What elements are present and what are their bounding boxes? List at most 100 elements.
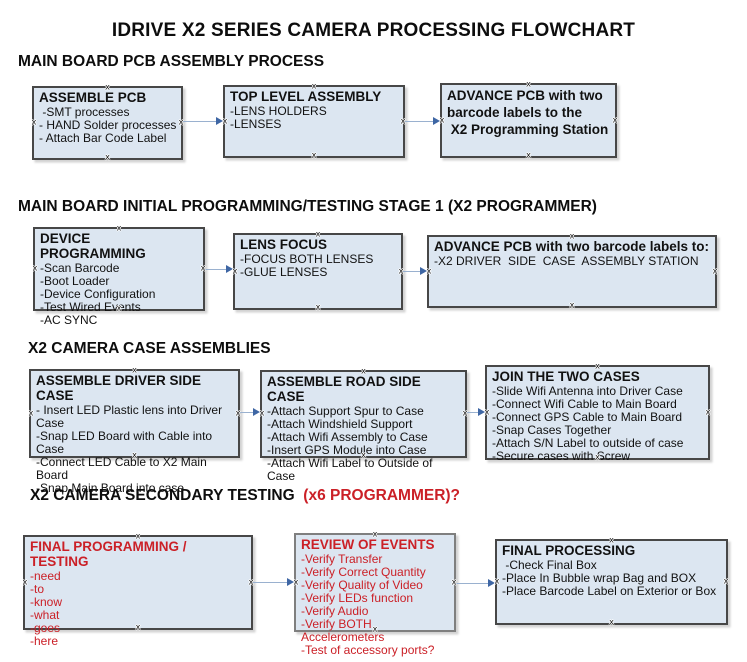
- box-item: -FOCUS BOTH LENSES: [240, 252, 374, 266]
- section-heading-initial-programming: MAIN BOARD INITIAL PROGRAMMING/TESTING S…: [18, 198, 597, 215]
- arrow-line: [205, 268, 228, 271]
- arrow-line: [405, 120, 435, 123]
- connection-handle-icon: x: [28, 408, 34, 418]
- box-item: -here: [30, 634, 59, 648]
- section-heading-pcb-assembly: MAIN BOARD PCB ASSEMBLY PROCESS: [18, 53, 325, 70]
- box-item: -Boot Loader: [40, 274, 110, 288]
- connector-arrow[interactable]: [405, 117, 440, 126]
- page-title: IDRIVE X2 SERIES CAMERA PROCESSING FLOWC…: [111, 20, 636, 41]
- connection-handle-icon: x: [293, 577, 299, 587]
- box-item: -Verify Correct Quantity: [301, 565, 426, 579]
- box-item: -what: [30, 608, 60, 622]
- box-final-programming-testing[interactable]: FINAL PROGRAMMING / TESTING -need -to -k…: [22, 532, 254, 647]
- connection-handle-icon: x: [526, 150, 531, 160]
- box-item: -LENS HOLDERS: [230, 104, 327, 118]
- connector-arrow[interactable]: [403, 267, 427, 276]
- box-item: -Verify Transfer: [301, 552, 383, 566]
- box-lens-focus[interactable]: LENS FOCUS -FOCUS BOTH LENSES -GLUE LENS…: [232, 230, 404, 311]
- box-item: -Slide Wifi Antenna into Driver Case: [492, 384, 683, 398]
- box-item: -Verify Quality of Video: [301, 578, 423, 592]
- arrow-line: [240, 411, 255, 414]
- connection-handle-icon: x: [31, 117, 37, 127]
- section-heading-secondary-testing: X2 CAMERA SECONDARY TESTING (x6 PROGRAMM…: [30, 487, 460, 505]
- box-item: -Test of accessory ports?: [301, 643, 435, 657]
- box-device-programming[interactable]: DEVICE PROGRAMMING -Scan Barcode -Boot L…: [33, 224, 206, 326]
- connection-handle-icon: x: [723, 576, 729, 586]
- arrow-head-icon: [226, 265, 233, 273]
- box-title: ASSEMBLE DRIVER SIDE CASE: [36, 373, 205, 403]
- box-item: - Attach Bar Code Label: [39, 131, 167, 145]
- connection-handle-icon: x: [105, 152, 110, 162]
- box-item: -Scan Barcode: [40, 261, 120, 275]
- box-item: -Attach Wifi Label to Outside of Case: [267, 456, 436, 483]
- heading-black-part: X2 CAMERA SECONDARY TESTING: [30, 487, 304, 504]
- arrow-head-icon: [420, 267, 427, 275]
- box-title: FINAL PROGRAMMING / TESTING: [30, 539, 191, 569]
- box-title: ADVANCE PCB with two barcode labels to:: [434, 239, 710, 254]
- connector-arrow[interactable]: [205, 265, 233, 274]
- connection-handle-icon: x: [705, 407, 711, 417]
- connection-handle-icon: x: [311, 150, 317, 160]
- box-item: -Snap Main Board into case: [36, 481, 185, 495]
- box-item: -Verify BOTH Accelerometers: [301, 617, 385, 644]
- box-top-level-assembly[interactable]: TOP LEVEL ASSEMBLY -LENS HOLDERS -LENSES…: [222, 82, 406, 160]
- box-item: -Snap LED Board with Cable into Case: [36, 429, 216, 456]
- arrow-line: [467, 411, 480, 414]
- box-assemble-driver-side-case[interactable]: ASSEMBLE DRIVER SIDE CASE - Insert LED P…: [28, 366, 241, 494]
- connection-handle-icon: x: [612, 115, 618, 125]
- box-review-of-events[interactable]: REVIEW OF EVENTS -Verify Transfer -Verif…: [293, 530, 457, 656]
- connector-arrow[interactable]: [240, 408, 260, 417]
- box-item: -AC SYNC: [40, 313, 98, 327]
- box-item: -need: [30, 569, 61, 583]
- box-item: -know: [30, 595, 63, 609]
- box-item: -Place Barcode Label on Exterior or Box: [502, 584, 717, 598]
- box-assemble-pcb[interactable]: ASSEMBLE PCB -SMT processes - HAND Solde…: [31, 83, 184, 162]
- connector-arrow[interactable]: [253, 578, 294, 587]
- connection-handle-icon: x: [569, 300, 575, 310]
- box-title: ADVANCE PCB with two barcode labels to t…: [447, 88, 609, 137]
- connection-handle-icon: x: [259, 408, 265, 418]
- box-item: -Secure cases with Screw: [492, 449, 631, 463]
- connection-handle-icon: x: [609, 617, 614, 627]
- arrow-line: [403, 270, 422, 273]
- box-item: -to: [30, 582, 45, 596]
- connector-arrow[interactable]: [183, 117, 223, 126]
- box-advance-pcb-programming-station[interactable]: ADVANCE PCB with two barcode labels to t…: [439, 80, 618, 160]
- connection-handle-icon: x: [712, 266, 718, 276]
- box-item: -Connect GPS Cable to Main Board: [492, 410, 683, 424]
- box-title: TOP LEVEL ASSEMBLY: [230, 89, 382, 104]
- arrow-head-icon: [253, 408, 260, 416]
- connection-handle-icon: x: [22, 577, 28, 587]
- box-item: -Test Wired Events: [40, 300, 141, 314]
- connection-handle-icon: x: [426, 266, 432, 276]
- box-title: DEVICE PROGRAMMING: [40, 231, 146, 261]
- box-item: -Verify LEDs function: [301, 591, 414, 605]
- arrow-line: [253, 581, 289, 584]
- box-item: -Insert GPS Module into Case: [267, 443, 427, 457]
- connection-handle-icon: x: [494, 576, 500, 586]
- connector-arrow[interactable]: [456, 579, 495, 588]
- box-join-the-two-cases[interactable]: JOIN THE TWO CASES -Slide Wifi Antenna i…: [485, 362, 711, 463]
- box-item: -GLUE LENSES: [240, 265, 328, 279]
- box-item: -Attach Wifi Assembly to Case: [267, 430, 428, 444]
- box-title: REVIEW OF EVENTS: [301, 537, 435, 552]
- box-final-processing[interactable]: FINAL PROCESSING -Check Final Box -Place…: [494, 536, 729, 627]
- connection-handle-icon: x: [439, 115, 445, 125]
- connection-handle-icon: x: [222, 116, 228, 126]
- box-title: LENS FOCUS: [240, 237, 328, 252]
- box-item: -goes: [30, 621, 61, 635]
- box-item: -Attach Support Spur to Case: [267, 404, 424, 418]
- box-title: ASSEMBLE PCB: [39, 90, 147, 105]
- box-item: -Attach S/N Label to outside of case: [492, 436, 684, 450]
- box-assemble-road-side-case[interactable]: ASSEMBLE ROAD SIDE CASE -Attach Support …: [259, 367, 468, 482]
- box-item: -Snap Cases Together: [492, 423, 612, 437]
- connection-handle-icon: x: [232, 266, 238, 276]
- arrow-line: [456, 582, 490, 585]
- box-advance-pcb-driver-side[interactable]: ADVANCE PCB with two barcode labels to: …: [426, 232, 718, 310]
- box-item: - Insert LED Plastic lens into Driver Ca…: [36, 403, 226, 430]
- arrow-head-icon: [433, 117, 440, 125]
- arrow-head-icon: [287, 578, 294, 586]
- connector-arrow[interactable]: [467, 408, 485, 417]
- box-title: JOIN THE TWO CASES: [492, 369, 640, 384]
